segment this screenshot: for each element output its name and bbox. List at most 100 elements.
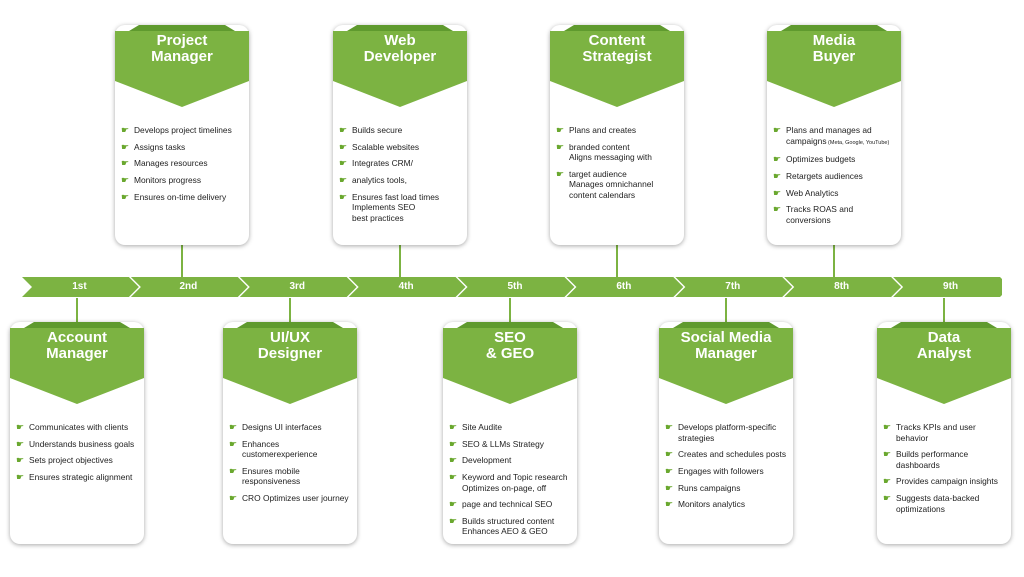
task-text: best practices bbox=[352, 212, 404, 223]
timeline-step-label: 8th bbox=[834, 281, 850, 292]
task-text: Optimizes on-page, off bbox=[462, 482, 547, 493]
role-tasks: ☛ Designs UI interfaces ☛ Enhances customer… bbox=[223, 422, 357, 510]
role-header-shape bbox=[115, 25, 249, 107]
timeline-arrows bbox=[22, 277, 1002, 297]
timeline-step-label: 4th bbox=[398, 281, 414, 292]
role-card-seo-geo: SEO& GEO☛Site Audite☛SEO & LLMs Strategy… bbox=[443, 322, 577, 544]
role-header-shape bbox=[659, 322, 793, 404]
pointing-hand-icon: ☛ bbox=[665, 449, 674, 460]
connector-line bbox=[399, 245, 401, 277]
role-tasks: ☛Communicates with clients☛Understands b… bbox=[10, 422, 144, 489]
pointing-hand-icon: ☛ bbox=[339, 125, 348, 135]
role-title-line: Designer bbox=[257, 345, 323, 362]
pointing-hand-icon: ☛ bbox=[773, 125, 782, 135]
task-text: Ensures mobile responsiveness bbox=[242, 465, 301, 487]
role-title-line: Media bbox=[812, 32, 856, 49]
task-item: ☛SEO & LLMs Strategy bbox=[449, 439, 573, 450]
timeline-step-label: 7th bbox=[725, 281, 741, 292]
task-text: Enhances customerexperience bbox=[242, 438, 318, 460]
role-title-line: Manager bbox=[695, 345, 757, 362]
pointing-hand-icon: ☛ bbox=[229, 422, 238, 432]
task-item: ☛ Ensures on-time delivery bbox=[121, 192, 245, 203]
task-item: ☛ Creates and schedules posts bbox=[665, 449, 789, 460]
pointing-hand-icon: ☛ bbox=[449, 499, 458, 510]
role-header-shape bbox=[333, 25, 467, 107]
task-item: ☛Plans and creates bbox=[556, 125, 680, 136]
pointing-hand-icon: ☛ bbox=[16, 422, 25, 432]
pointing-hand-icon: ☛ bbox=[883, 493, 892, 504]
connector-line bbox=[181, 245, 183, 277]
pointing-hand-icon: ☛ bbox=[339, 175, 348, 186]
task-item: ☛Site Audite bbox=[449, 422, 573, 433]
task-text: Plans and creates bbox=[569, 125, 637, 135]
task-text: Development bbox=[462, 455, 512, 466]
pointing-hand-icon: ☛ bbox=[449, 455, 458, 466]
role-tasks: ☛Site Audite☛SEO & LLMs Strategy☛Develop… bbox=[443, 422, 577, 543]
pointing-hand-icon: ☛ bbox=[556, 168, 565, 179]
role-title-line: Analyst bbox=[916, 345, 972, 362]
task-item: ☛Understands business goals bbox=[16, 439, 140, 450]
timeline-segment bbox=[675, 277, 793, 297]
task-item: ☛Ensures mobile responsiveness bbox=[229, 466, 353, 487]
task-sub-note: (Meta, Google, YouTube) bbox=[826, 139, 890, 146]
role-header-shape bbox=[443, 322, 577, 404]
role-title-line: Account bbox=[47, 329, 107, 346]
pointing-hand-icon: ☛ bbox=[449, 515, 458, 526]
timeline-segment bbox=[130, 277, 248, 297]
pointing-hand-icon: ☛ bbox=[665, 482, 674, 493]
role-header-shape bbox=[223, 322, 357, 404]
pointing-hand-icon: ☛ bbox=[449, 438, 458, 449]
pointing-hand-icon: ☛ bbox=[339, 191, 348, 202]
pointing-hand-icon: ☛ bbox=[121, 191, 130, 202]
task-item: ☛Tracks KPIs and user behavior bbox=[883, 422, 1007, 443]
timeline-bar bbox=[22, 277, 1002, 297]
pointing-hand-icon: ☛ bbox=[449, 472, 458, 483]
pointing-hand-icon: ☛ bbox=[121, 141, 130, 152]
task-text: Web Analytics bbox=[786, 187, 839, 198]
task-text: Builds structured content bbox=[462, 515, 555, 526]
role-title-line: Data bbox=[927, 329, 961, 346]
timeline-step-label: 3rd bbox=[289, 281, 305, 292]
task-text: content calendars bbox=[569, 189, 636, 200]
pointing-hand-icon: ☛ bbox=[16, 455, 25, 466]
task-text: Ensures strategic alignment bbox=[29, 472, 133, 483]
task-item: ☛CRO Optimizes user journey bbox=[229, 493, 353, 504]
task-text: strategies bbox=[678, 432, 715, 443]
role-header-shape bbox=[550, 25, 684, 107]
task-text: Designs UI interfaces bbox=[242, 422, 322, 432]
timeline-segment bbox=[566, 277, 684, 297]
task-item: ☛Provides campaign insights bbox=[883, 476, 1007, 487]
connector-line bbox=[289, 298, 291, 322]
role-title-line: Web bbox=[384, 32, 416, 49]
task-item: ☛Web Analytics bbox=[773, 188, 897, 199]
pointing-hand-icon: ☛ bbox=[229, 438, 238, 449]
role-title-line: Manager bbox=[151, 48, 213, 65]
task-text: Monitors progress bbox=[134, 175, 202, 186]
timeline-segment bbox=[457, 277, 575, 297]
pointing-hand-icon: ☛ bbox=[773, 170, 782, 181]
task-text: Creates and schedules posts bbox=[678, 449, 787, 460]
task-text: Ensures on-time delivery bbox=[134, 191, 227, 202]
role-tasks: ☛Builds secure☛Scalable websites☛Integra… bbox=[333, 125, 467, 229]
task-item: ☛analytics tools, bbox=[339, 175, 463, 186]
task-text: Engages with followers bbox=[678, 465, 764, 476]
pointing-hand-icon: ☛ bbox=[229, 493, 238, 504]
task-item: ☛Monitors progress bbox=[121, 175, 245, 186]
task-item: ☛Assigns tasks bbox=[121, 142, 245, 153]
